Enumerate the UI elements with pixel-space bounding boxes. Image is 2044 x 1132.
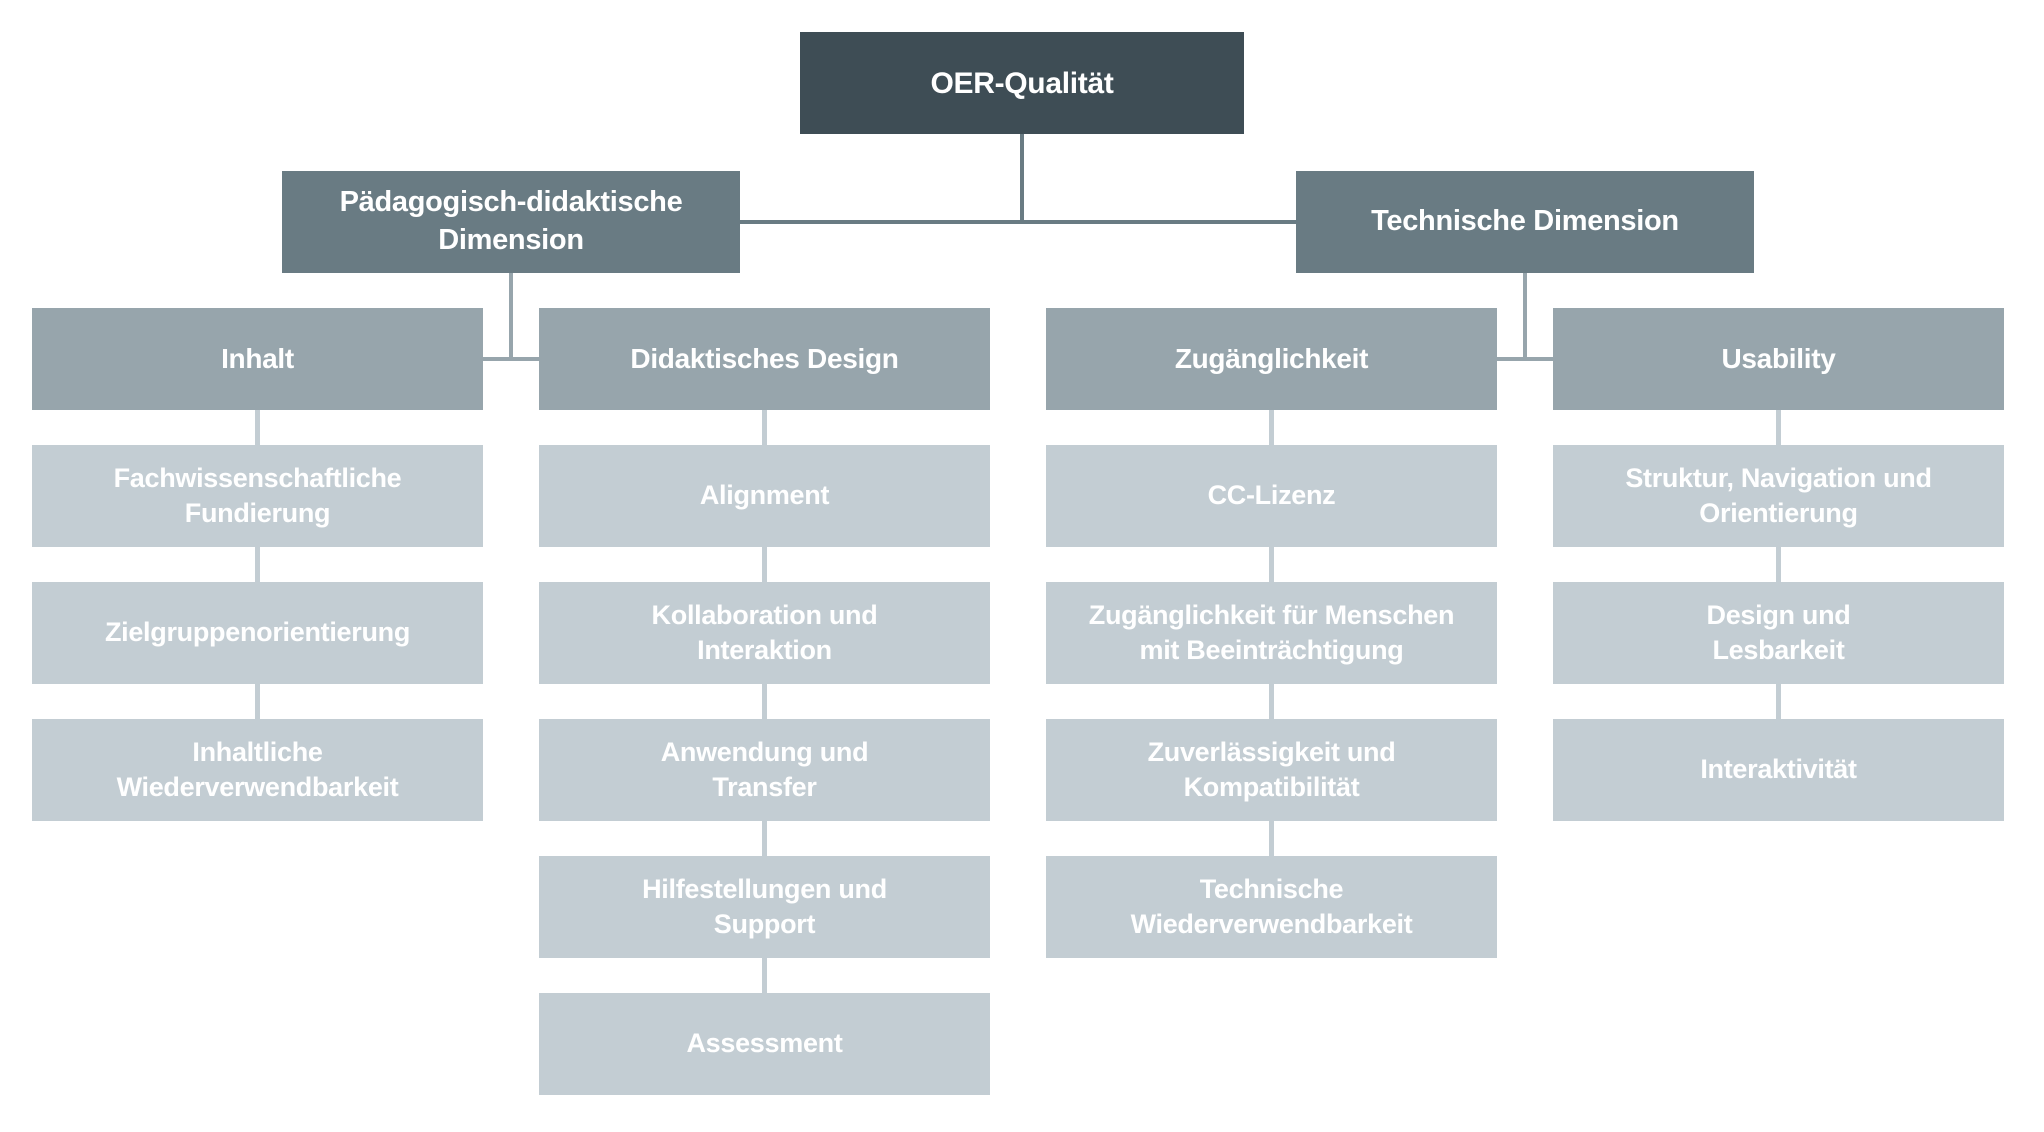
dimension-box-paedagogisch-didaktisch: Pädagogisch-didaktische Dimension xyxy=(282,171,740,273)
criterion-box-inhaltliche-wiederverwendbarkeit: Inhaltliche Wiederverwendbarkeit xyxy=(32,719,483,821)
connector-technisch-horizontal xyxy=(1497,357,1553,361)
connector-paedagogisch-horizontal xyxy=(483,357,539,361)
connector-column-inhalt xyxy=(255,410,260,719)
connector-root-vertical xyxy=(1020,134,1024,222)
criterion-box-zielgruppenorientierung: Zielgruppenorientierung xyxy=(32,582,483,684)
dimension-box-technisch: Technische Dimension xyxy=(1296,171,1754,273)
connector-dimensions-horizontal xyxy=(740,220,1296,224)
criterion-box-alignment: Alignment xyxy=(539,445,990,547)
criterion-box-hilfestellungen-support: Hilfestellungen und Support xyxy=(539,856,990,958)
criterion-box-technische-wiederverwendbarkeit: Technische Wiederverwendbarkeit xyxy=(1046,856,1497,958)
connector-column-usability xyxy=(1776,410,1781,719)
connector-column-didaktisches-design xyxy=(762,410,767,993)
criterion-box-design-lesbarkeit: Design und Lesbarkeit xyxy=(1553,582,2004,684)
category-box-usability: Usability xyxy=(1553,308,2004,410)
criterion-box-fachwissenschaftliche-fundierung: Fachwissenschaftliche Fundierung xyxy=(32,445,483,547)
criterion-box-assessment: Assessment xyxy=(539,993,990,1095)
criterion-box-interaktivitaet: Interaktivität xyxy=(1553,719,2004,821)
criterion-box-cc-lizenz: CC-Lizenz xyxy=(1046,445,1497,547)
criterion-box-anwendung-transfer: Anwendung und Transfer xyxy=(539,719,990,821)
category-box-zugaenglichkeit: Zugänglichkeit xyxy=(1046,308,1497,410)
criterion-box-struktur-navigation-orientierung: Struktur, Navigation und Orientierung xyxy=(1553,445,2004,547)
criterion-box-zugaenglichkeit-menschen-beeintraechtigung: Zugänglichkeit für Menschen mit Beeinträ… xyxy=(1046,582,1497,684)
connector-technisch-vertical xyxy=(1523,273,1527,361)
criterion-box-zuverlaessigkeit-kompatibilitaet: Zuverlässigkeit und Kompatibilität xyxy=(1046,719,1497,821)
criterion-box-kollaboration-interaktion: Kollaboration und Interaktion xyxy=(539,582,990,684)
root-box-oer-qualitaet: OER-Qualität xyxy=(800,32,1244,134)
category-box-inhalt: Inhalt xyxy=(32,308,483,410)
category-box-didaktisches-design: Didaktisches Design xyxy=(539,308,990,410)
connector-paedagogisch-vertical xyxy=(509,273,513,361)
